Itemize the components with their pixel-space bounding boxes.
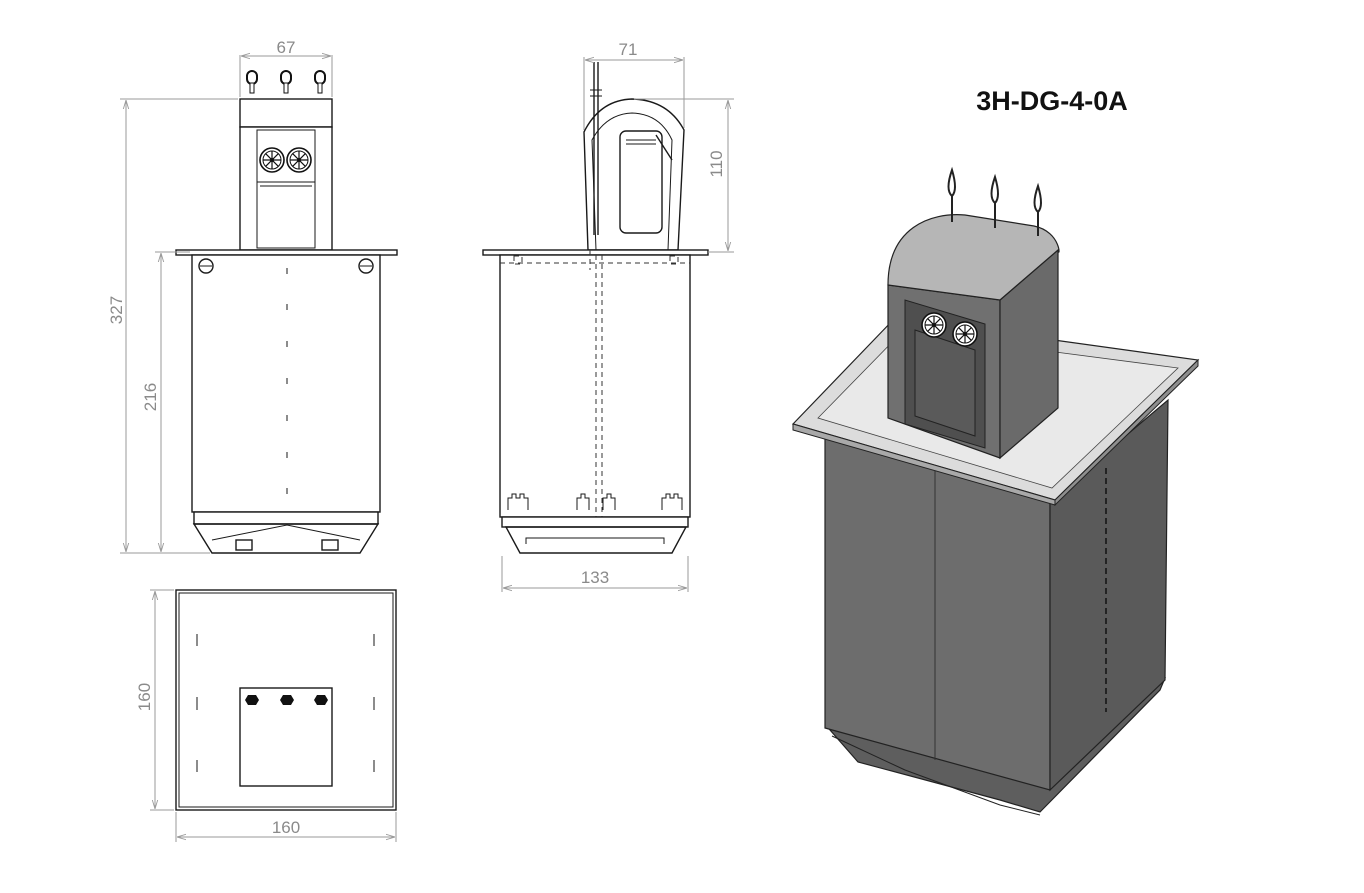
hook-icon xyxy=(947,166,1042,236)
front-view xyxy=(120,55,398,554)
dim-front-top-width: 67 xyxy=(277,38,296,57)
model-title: 3H-DG-4-0A xyxy=(976,86,1128,116)
dim-front-body-height: 216 xyxy=(141,383,160,411)
dim-side-top-height: 110 xyxy=(707,150,726,177)
hook-icon xyxy=(246,70,258,94)
fan-icon xyxy=(952,321,978,347)
dim-front-total-height: 327 xyxy=(107,296,126,324)
side-view xyxy=(482,57,734,592)
hook-icon xyxy=(245,695,328,705)
plan-view xyxy=(150,589,397,842)
fan-icon xyxy=(921,312,947,338)
dim-plan-height: 160 xyxy=(135,683,154,711)
fan-icon xyxy=(286,147,312,173)
dim-plan-width: 160 xyxy=(272,818,300,837)
dim-side-body-width: 133 xyxy=(581,568,609,587)
isometric-view xyxy=(791,166,1200,816)
dim-side-top-width: 71 xyxy=(619,40,638,59)
hook-icon xyxy=(314,70,326,94)
hook-icon xyxy=(280,70,292,94)
fan-icon xyxy=(259,147,285,173)
